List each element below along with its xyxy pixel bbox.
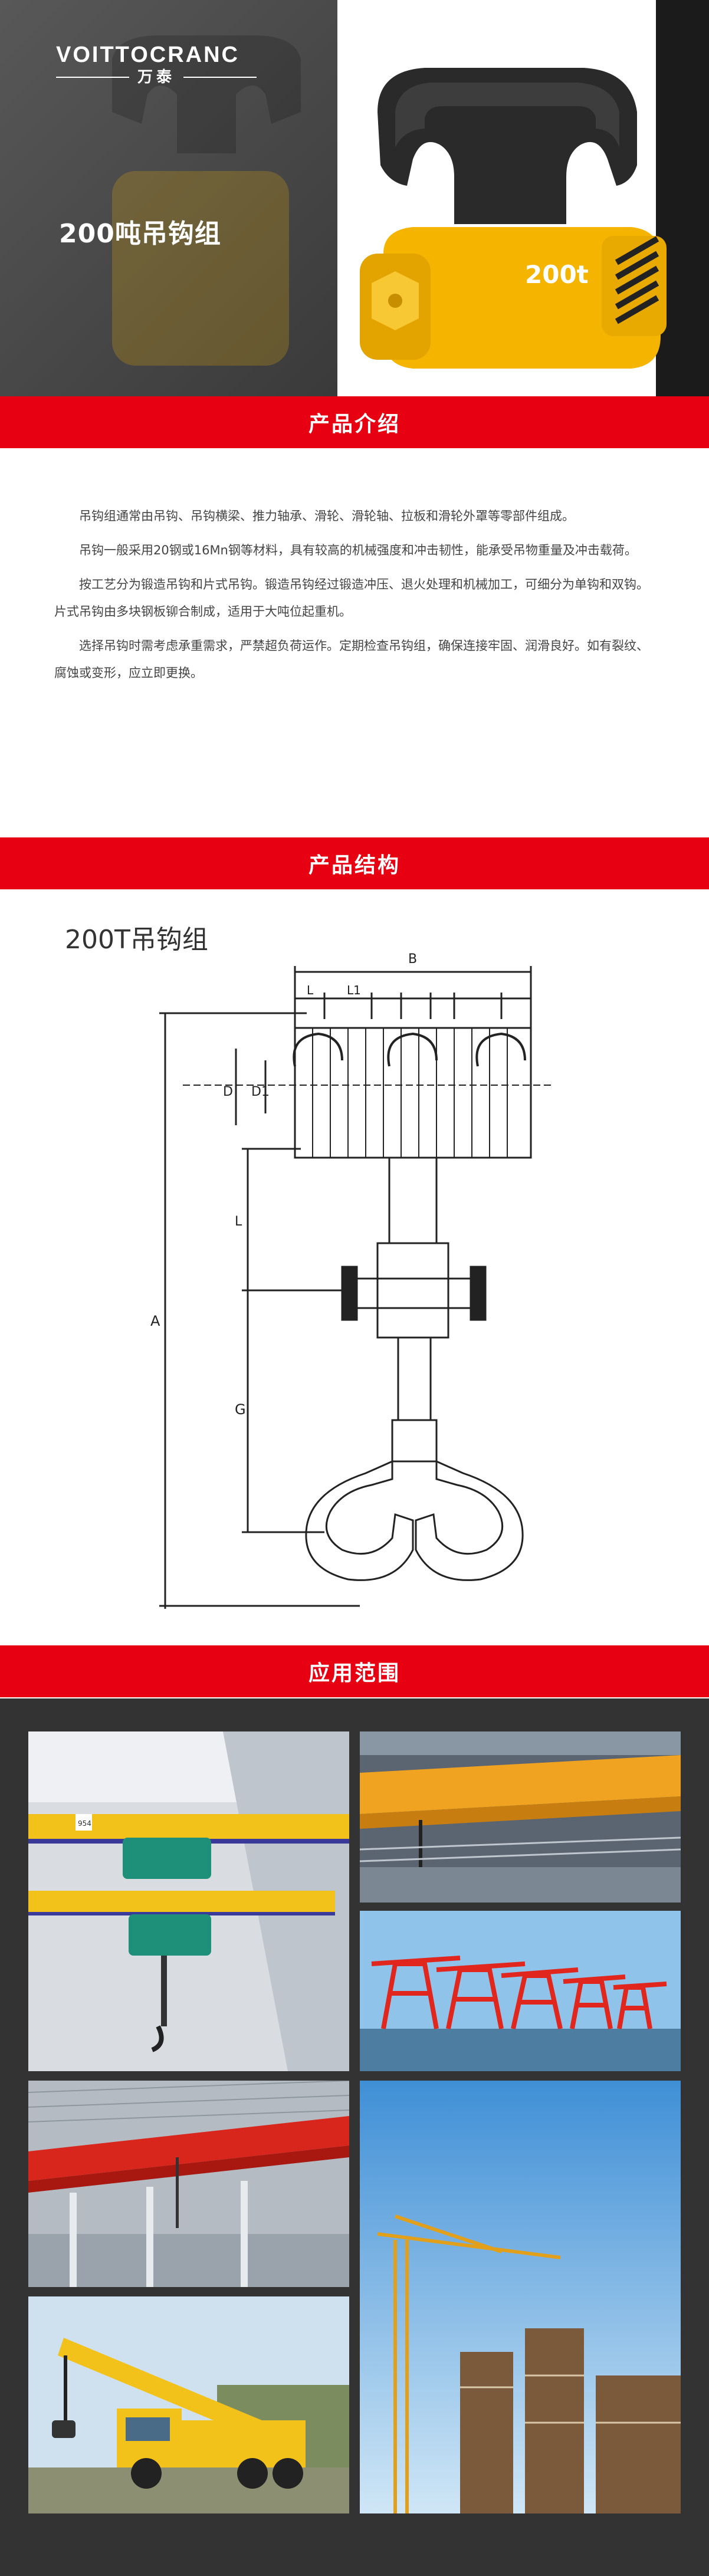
section-title-structure: 产品结构 (308, 853, 401, 878)
applications-gallery: 954 (0, 1698, 709, 2576)
hook-block-product-image: 200t (360, 68, 667, 369)
logo-chinese-name: 万泰 (137, 68, 176, 86)
tower-crane-photo[interactable] (360, 2081, 681, 2513)
section-header-apps: 应用范围 (0, 1645, 709, 1697)
product-label: 200t (525, 260, 589, 289)
dim-label-d1: D1 (251, 1085, 270, 1099)
dim-label-d: D (223, 1085, 233, 1099)
section-title-intro: 产品介绍 (308, 412, 401, 436)
brand-logo[interactable]: VOITTOCRANC 万泰 (56, 44, 257, 85)
dim-label-l1: L1 (347, 983, 361, 997)
section-title-apps: 应用范围 (308, 1661, 401, 1685)
hero-title: 200吨吊钩组 (59, 219, 221, 249)
dim-label-b: B (408, 952, 417, 967)
logo-sub-row: 万泰 (56, 70, 257, 85)
intro-paragraph: 吊钩组通常由吊钩、吊钩横梁、推力轴承、滑轮、滑轮轴、拉板和滑轮外罩等零部件组成。 (79, 509, 575, 523)
overhead-crane-red-photo[interactable] (28, 2081, 349, 2287)
crane-capacity-tag: 954 (78, 1819, 91, 1828)
hook-block-technical-drawing: 200T吊钩组 B L L1 D D1 A L G (65, 925, 554, 1609)
logo-divider-right (183, 77, 257, 78)
dim-label-l: L (307, 983, 314, 997)
dim-label-l-vertical: L (235, 1214, 242, 1229)
section-header-structure: 产品结构 (0, 837, 709, 889)
electric-hoist-photo[interactable]: 954 (28, 1731, 349, 2071)
dim-label-g: G (235, 1401, 246, 1418)
port-cranes-red-photo[interactable] (360, 1911, 681, 2071)
truck-crane-photo[interactable] (28, 2296, 349, 2513)
dim-label-a: A (150, 1313, 160, 1329)
section-header-intro: 产品介绍 (0, 396, 709, 448)
overhead-crane-yellow-photo[interactable] (360, 1731, 681, 1903)
intro-paragraph: 按工艺分为锻造吊钩和片式吊钩。锻造吊钩经过锻造冲压、退火处理和机械加工，可细分为… (54, 577, 649, 619)
intro-text-block: 吊钩组通常由吊钩、吊钩横梁、推力轴承、滑轮、滑轮轴、拉板和滑轮外罩等零部件组成。… (0, 448, 709, 837)
hero-left-panel: VOITTOCRANC 万泰 200吨吊钩组 (0, 0, 337, 396)
diagram-title: 200T吊钩组 (65, 925, 208, 955)
intro-paragraph: 选择吊钩时需考虑承重需求，严禁超负荷运作。定期检查吊钩组，确保连接牢固、润滑良好… (54, 639, 649, 680)
intro-paragraph: 吊钩一般采用20钢或16Mn钢等材料，具有较高的机械强度和冲击韧性，能承受吊物重… (79, 543, 637, 557)
hero-ghost-hook-image (112, 35, 301, 366)
hero-banner: VOITTOCRANC 万泰 200吨吊钩组 (0, 0, 709, 396)
structure-diagram-area: 200T吊钩组 B L L1 D D1 A L G (0, 889, 709, 1645)
logo-divider-left (56, 77, 129, 78)
logo-wordmark: VOITTOCRANC (56, 42, 239, 67)
